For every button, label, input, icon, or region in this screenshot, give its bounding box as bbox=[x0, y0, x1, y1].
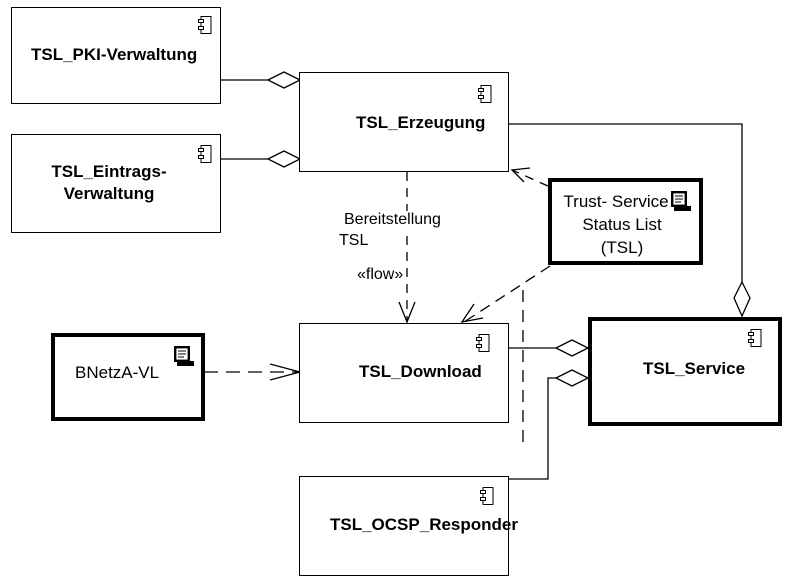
uml-component-icon bbox=[198, 16, 212, 34]
edge-label-bereitstellung: Bereitstellung bbox=[344, 211, 441, 229]
label-tsl-ocsp-responder: TSL_OCSP_Responder bbox=[330, 515, 518, 534]
label-tsl-artifact-line1: Trust- Service bbox=[563, 192, 669, 211]
edge-ocsp-service bbox=[509, 369, 590, 480]
uml-component-icon bbox=[198, 145, 212, 163]
document-artifact-icon bbox=[671, 191, 691, 211]
label-tsl-service: TSL_Service bbox=[643, 359, 746, 378]
aggregation-diamond bbox=[554, 369, 590, 387]
component-tsl-download[interactable] bbox=[299, 323, 509, 423]
component-tsl-erzeugung[interactable] bbox=[299, 72, 509, 172]
edge-label-flow-stereotype: «flow» bbox=[357, 266, 404, 284]
edge-bnetza-download bbox=[204, 363, 303, 381]
edge-download-service bbox=[509, 339, 590, 357]
uml-component-icon bbox=[480, 487, 494, 505]
label-tsl-artifact-line2: Status List bbox=[582, 215, 662, 234]
label-tsl-erzeugung: TSL_Erzeugung bbox=[356, 113, 486, 132]
aggregation-diamond bbox=[266, 150, 302, 168]
component-tsl-service[interactable] bbox=[588, 317, 782, 426]
aggregation-diamond bbox=[266, 71, 302, 89]
component-tsl-eintrags-verwaltung[interactable] bbox=[11, 134, 221, 233]
component-tsl-pki-verwaltung[interactable] bbox=[11, 7, 221, 104]
label-tsl-pki-verwaltung: TSL_PKI-Verwaltung bbox=[31, 45, 198, 64]
component-tsl-ocsp-responder[interactable] bbox=[299, 476, 509, 576]
label-tsl-artifact-line3: (TSL) bbox=[600, 238, 644, 257]
label-bnetza-vl: BNetzA-VL bbox=[75, 363, 160, 382]
label-tsl-download: TSL_Download bbox=[359, 362, 482, 381]
uml-component-icon bbox=[478, 85, 492, 103]
edge-erzeugung-download-flow bbox=[398, 172, 416, 324]
aggregation-diamond bbox=[733, 280, 751, 318]
uml-component-icon bbox=[748, 329, 762, 347]
artifact-bnetza-vl[interactable] bbox=[51, 333, 205, 421]
label-tsl-eintrags-line1: TSL_Eintrags- bbox=[51, 162, 167, 181]
artifact-trust-service-status-list[interactable] bbox=[548, 178, 703, 265]
aggregation-diamond bbox=[554, 339, 590, 357]
edge-erzeugung-service bbox=[509, 123, 751, 318]
document-artifact-icon bbox=[174, 346, 194, 366]
edge-tsl-erzeugung bbox=[510, 167, 549, 187]
edge-tsl-download bbox=[460, 265, 551, 323]
edge-eintrags-erzeugung bbox=[220, 150, 302, 168]
edge-label-tsl: TSL bbox=[339, 232, 369, 250]
uml-component-icon bbox=[476, 334, 490, 352]
label-tsl-eintrags-line2: Verwaltung bbox=[63, 184, 155, 203]
edge-pki-erzeugung bbox=[220, 71, 302, 89]
